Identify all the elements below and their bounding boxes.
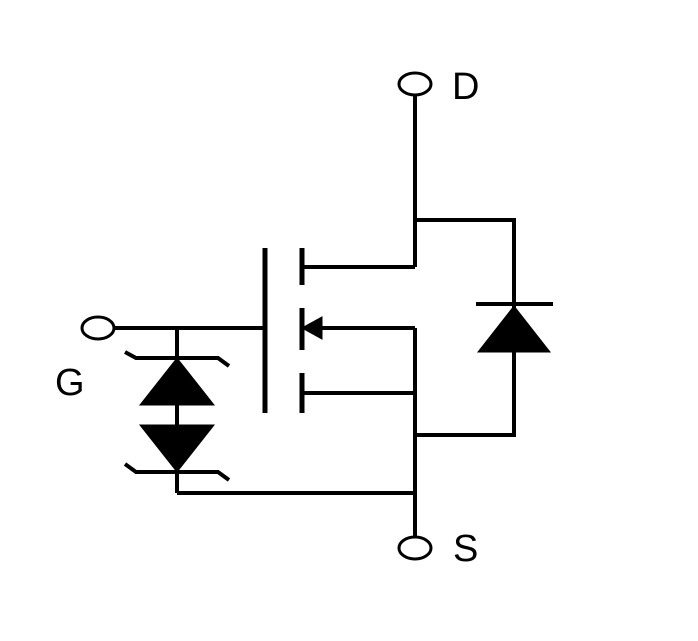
zener-bottom-bar	[123, 462, 231, 482]
body-diode-triangle-icon	[476, 305, 552, 353]
gate-terminal	[80, 315, 116, 341]
source-label: S	[453, 528, 479, 570]
drain-terminal	[397, 71, 433, 97]
zener-bottom-triangle-icon	[138, 424, 216, 473]
drain-label: D	[452, 66, 480, 108]
gate-label: G	[55, 362, 85, 404]
body-arrow-icon	[300, 316, 323, 340]
source-terminal	[397, 535, 433, 561]
zener-top-triangle-icon	[138, 357, 216, 406]
